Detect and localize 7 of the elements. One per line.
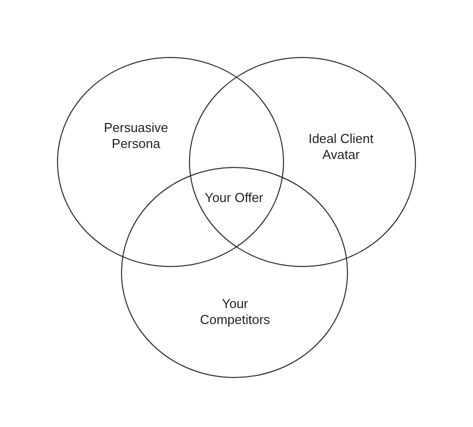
- circle-label: Persuasive Persona: [102, 120, 170, 152]
- venn-ellipse: [121, 167, 348, 378]
- venn-ellipse: [189, 57, 416, 267]
- circle-label: Your Competitors: [198, 296, 272, 328]
- circle-label: Ideal Client Avatar: [307, 131, 375, 163]
- overlap-label: Your Offer: [204, 190, 264, 206]
- venn-ellipse: [57, 57, 284, 267]
